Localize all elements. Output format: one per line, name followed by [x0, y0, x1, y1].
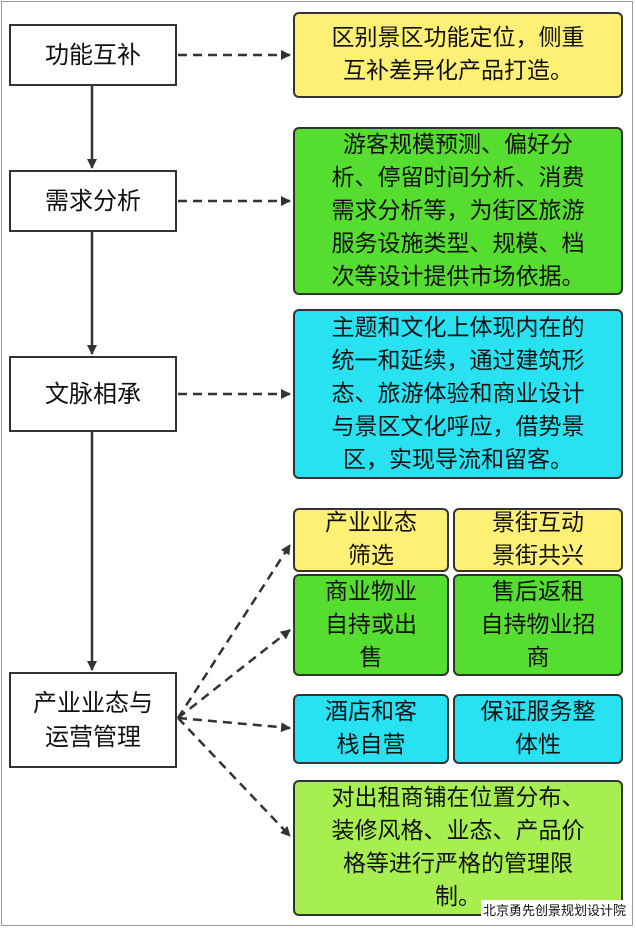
desc-management: 对出租商铺在位置分布、 装修风格、业态、产品价 格等进行严格的管理限 制。 — [293, 780, 623, 916]
step-complementary-functions: 功能互补 — [9, 24, 177, 86]
desc-text: 景街互动 景街共兴 — [492, 510, 584, 569]
watermark: 北京勇先创景规划设计院 — [480, 900, 628, 919]
desc-text: 保证服务整 体性 — [480, 699, 596, 758]
desc-text: 区别景区功能定位，侧重 互补差异化产品打造。 — [331, 25, 585, 84]
desc-demand: 游客规模预测、偏好分 析、停留时间分析、消费 需求分析等，为街区旅游 服务设施类… — [293, 127, 623, 295]
step-cultural-heritage: 文脉相承 — [9, 356, 177, 432]
step-label: 文脉相承 — [45, 380, 141, 408]
desc-text: 售后返租 自持物业招 商 — [480, 578, 596, 671]
dash-arrow-4c — [177, 716, 291, 733]
desc-text: 对出租商铺在位置分布、 装修风格、业态、产品价 格等进行严格的管理限 制。 — [331, 785, 585, 910]
step-demand-analysis: 需求分析 — [9, 170, 177, 232]
desc-industry-screening: 产业业态 筛选 — [293, 508, 449, 572]
desc-after-sale-lease: 售后返租 自持物业招 商 — [453, 574, 623, 676]
dash-arrow-4a — [176, 544, 292, 719]
step-label: 需求分析 — [45, 187, 141, 215]
desc-service-integrity: 保证服务整 体性 — [453, 694, 623, 764]
dash-arrow-4b — [177, 629, 291, 719]
desc-text: 产业业态 筛选 — [325, 510, 417, 569]
step-label: 产业业态与 运营管理 — [33, 689, 153, 751]
desc-positioning: 区别景区功能定位，侧重 互补差异化产品打造。 — [293, 12, 623, 98]
desc-text: 商业物业 自持或出 售 — [325, 578, 417, 671]
dash-arrow-4d — [177, 717, 291, 837]
desc-text: 主题和文化上体现内在的 统一和延续，通过建筑形 态、旅游体验和商业设计 与景区文… — [331, 314, 585, 473]
desc-text: 游客规模预测、偏好分 析、停留时间分析、消费 需求分析等，为街区旅游 服务设施类… — [331, 131, 585, 290]
desc-commercial-property: 商业物业 自持或出 售 — [293, 574, 449, 676]
step-industry-operation: 产业业态与 运营管理 — [9, 672, 177, 768]
step-label: 功能互补 — [45, 41, 141, 69]
desc-hotel: 酒店和客 栈自营 — [293, 694, 449, 764]
desc-text: 酒店和客 栈自营 — [325, 699, 417, 758]
desc-culture: 主题和文化上体现内在的 统一和延续，通过建筑形 态、旅游体验和商业设计 与景区文… — [293, 309, 623, 479]
desc-scenic-street: 景街互动 景街共兴 — [453, 508, 623, 572]
